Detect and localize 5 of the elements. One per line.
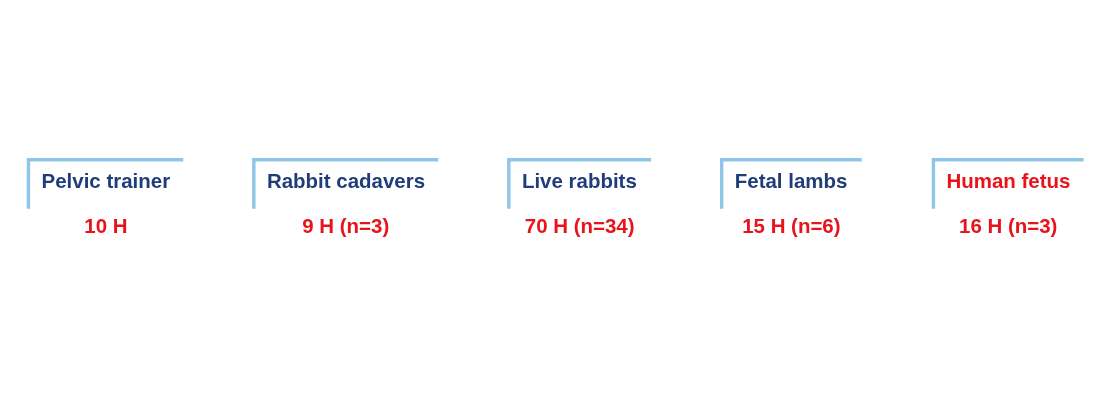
node-text: Live rabbits 70 H (n=34): [521, 169, 637, 237]
node-text: Pelvic trainer 10 H: [41, 169, 171, 237]
node-text: Fetal lambs 15 H (n=6): [734, 169, 848, 237]
node-text: Rabbit cadavers 9 H (n=3): [266, 169, 426, 237]
node-text: Human fetus 16 H (n=3): [946, 169, 1071, 237]
